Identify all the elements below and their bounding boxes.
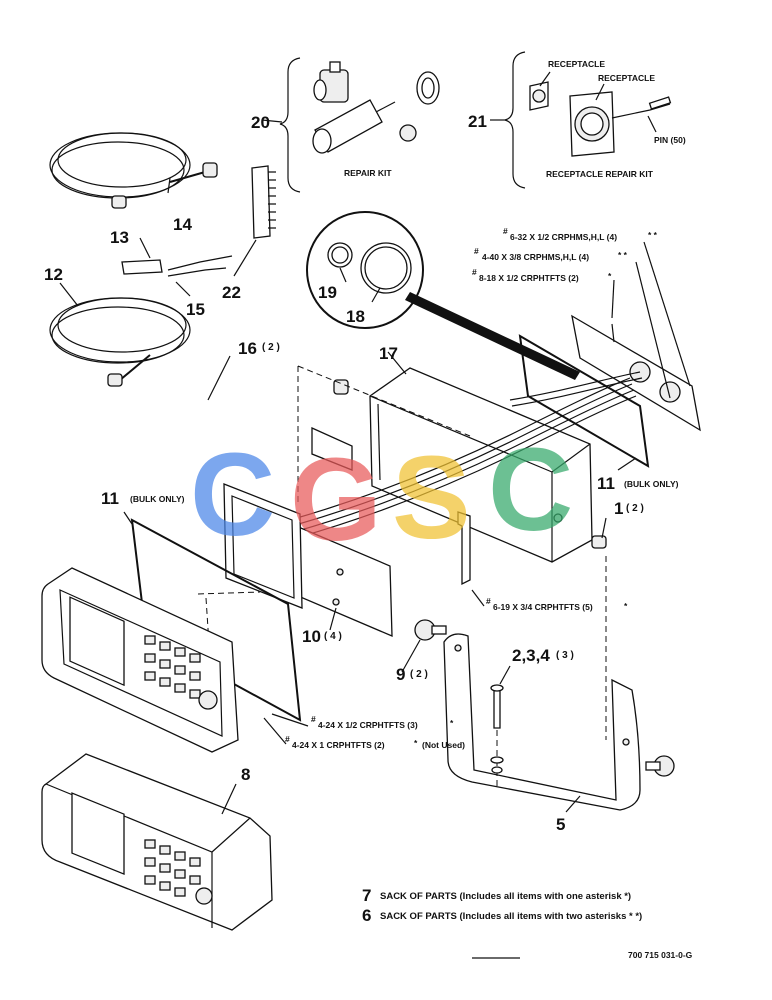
keypad [144,635,201,699]
callout-16: 16 [238,339,257,358]
callout-10: 10 [302,627,321,646]
cable-clip-13 [121,259,163,275]
wire-harness [289,371,643,539]
label-screw-4-24-half: 4-24 X 1/2 CRPHTFTS (3) [318,720,418,730]
label-not-used: (Not Used) [422,740,465,750]
mounting-bracket-plate [281,426,393,637]
callout-14: 14 [173,215,192,234]
footnote-6-text: SACK OF PARTS (Includes all items with t… [380,911,642,922]
gasket-11-rear [518,334,650,468]
callout-20: 20 [251,113,270,132]
star-4-24-half: * [450,718,454,728]
front-panel [41,567,239,753]
standoff-1 [333,379,607,549]
callout-9-qty: ( 2 ) [410,669,428,680]
callout-2-3-4: 2,3,4 [512,646,550,665]
callout-11-left: 11 [101,489,119,508]
screw-washer-2-3-4 [490,684,504,786]
callout-1: 1 [614,499,623,518]
callout-13: 13 [110,228,129,247]
label-receptacle-large: RECEPTACLE [598,73,655,83]
label-screw-6-19: 6-19 X 3/4 CRPHTFTS (5) [493,602,593,612]
label-screw-6-32: 6-32 X 1/2 CRPHMS,H,L (4) [510,232,617,242]
label-screw-4-24-one: 4-24 X 1 CRPHTFTS (2) [292,740,385,750]
callout-5: 5 [556,815,565,834]
receptacle-kit-brace [504,51,526,189]
label-screw-4-40: 4-40 X 3/8 CRPHMS,H,L (4) [482,252,589,262]
footnote-7-number: 7 [362,886,371,905]
callout-2-3-4-qty: ( 3 ) [556,650,574,661]
stars-4-40: * * [618,250,628,260]
repair-kit-brace [279,57,301,193]
display-pcb [223,483,303,609]
o-ring-detail [306,211,580,380]
callout-10-qty: ( 4 ) [324,631,342,642]
callout-11-right: 11 [597,474,615,493]
star-4-24-one: * [414,738,418,748]
label-receptacle-small: RECEPTACLE [548,59,605,69]
cable-14 [49,132,218,209]
watermark-letter-2: G [290,434,382,566]
gasket-11-front [130,518,302,722]
callout-19: 19 [318,283,337,302]
hash-4-40: # [474,246,479,256]
star-8-18: * [608,271,612,281]
watermark-letter-3: S [392,432,471,564]
callout-9: 9 [396,665,405,684]
connector-strip-22 [251,165,276,239]
dashed-guides [197,556,607,740]
star-6-19: * [624,601,628,611]
callout-18: 18 [346,307,365,326]
label-bulk-only-left: (BULK ONLY) [130,494,185,504]
cable-12 [49,297,191,387]
callout-17: 17 [379,344,398,363]
callout-12: 12 [44,265,63,284]
hash-6-32: # [503,226,508,236]
drawing-number: 700 715 031-0-G [628,950,693,960]
stars-6-32: * * [648,230,658,240]
label-bulk-only-right: (BULK ONLY) [624,479,679,489]
label-screw-8-18: 8-18 X 1/2 CRPHTFTS (2) [479,273,579,283]
callout-15: 15 [186,300,205,319]
hash-4-24-one: # [285,734,290,744]
footnote-7-text: SACK OF PARTS (Includes all items with o… [380,891,631,902]
footnote-6-number: 6 [362,906,371,925]
hash-6-19: # [486,596,491,606]
receptacle-kit-parts [529,81,672,157]
repair-kit-parts [312,61,440,154]
side-bracket [457,511,471,586]
label-repair-kit: REPAIR KIT [344,168,392,178]
watermark-letter-4: C [488,424,573,556]
wire-15 [167,255,233,277]
callout-21: 21 [468,112,487,131]
hash-4-24-half: # [311,714,316,724]
callout-16-qty: ( 2 ) [262,342,280,353]
callout-1-qty: ( 2 ) [626,503,644,514]
callout-8: 8 [241,765,250,784]
dashed-frame [297,365,471,502]
keypad-unit [144,839,201,897]
stand-5 [443,633,641,811]
watermark-letter-1: C [190,429,275,561]
label-receptacle-repair-kit: RECEPTACLE REPAIR KIT [546,169,654,179]
watermark-logo: C G S C [190,424,573,566]
knob-9 [414,619,675,777]
leader-lines [59,71,691,815]
hash-8-18: # [472,267,477,277]
callout-22: 22 [222,283,241,302]
label-pin: PIN (50) [654,135,686,145]
complete-unit-8 [41,753,273,931]
